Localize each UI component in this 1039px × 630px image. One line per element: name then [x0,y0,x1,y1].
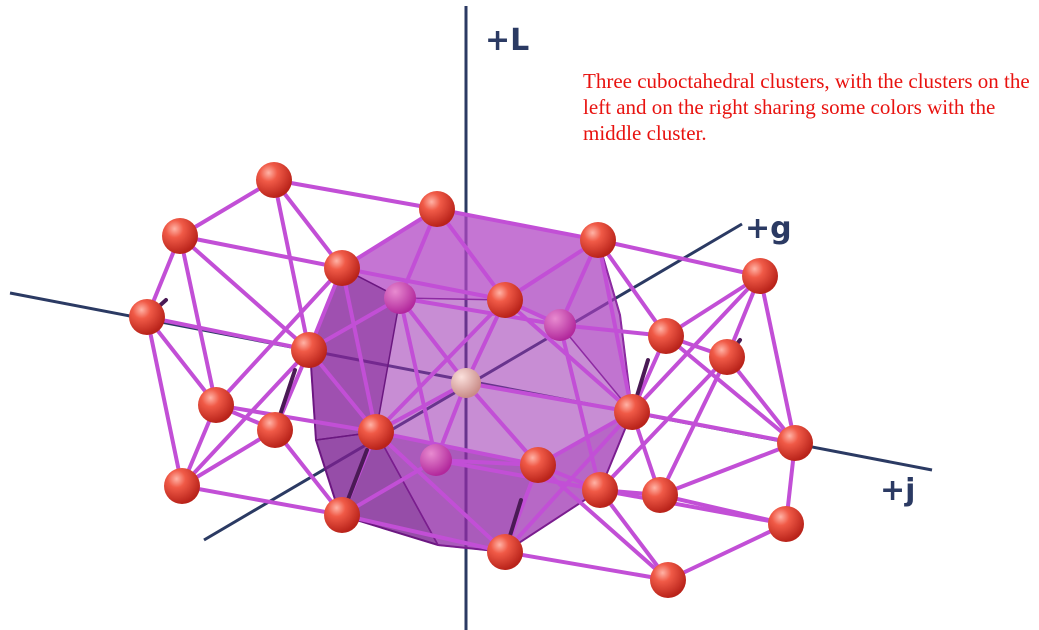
axis-j-label: +j [880,473,915,508]
atom [650,562,686,598]
atom [419,191,455,227]
inner-atoms [384,282,576,476]
atom [582,472,618,508]
atom [544,309,576,341]
atom [198,387,234,423]
atom [257,412,293,448]
atom [129,299,165,335]
axis-g-label: +g [745,211,792,246]
atom [709,339,745,375]
atom [520,447,556,483]
atom [487,282,523,318]
middle-cluster-bonds [307,207,634,554]
center-atom [451,368,481,398]
atom [256,162,292,198]
atom [384,282,416,314]
atom [164,468,200,504]
axis-l-label: +L [485,23,529,58]
atom [580,222,616,258]
atom [614,394,650,430]
atom [777,425,813,461]
atoms [129,162,813,598]
atom [162,218,198,254]
atom [487,534,523,570]
caption-text: Three cuboctahedral clusters, with the c… [583,69,1030,145]
atom [291,332,327,368]
atom [420,444,452,476]
atom [642,477,678,513]
atom [742,258,778,294]
right-cluster-bonds [503,238,797,582]
atom [768,506,804,542]
atom [648,318,684,354]
atom [324,250,360,286]
atom [324,497,360,533]
atom [358,414,394,450]
